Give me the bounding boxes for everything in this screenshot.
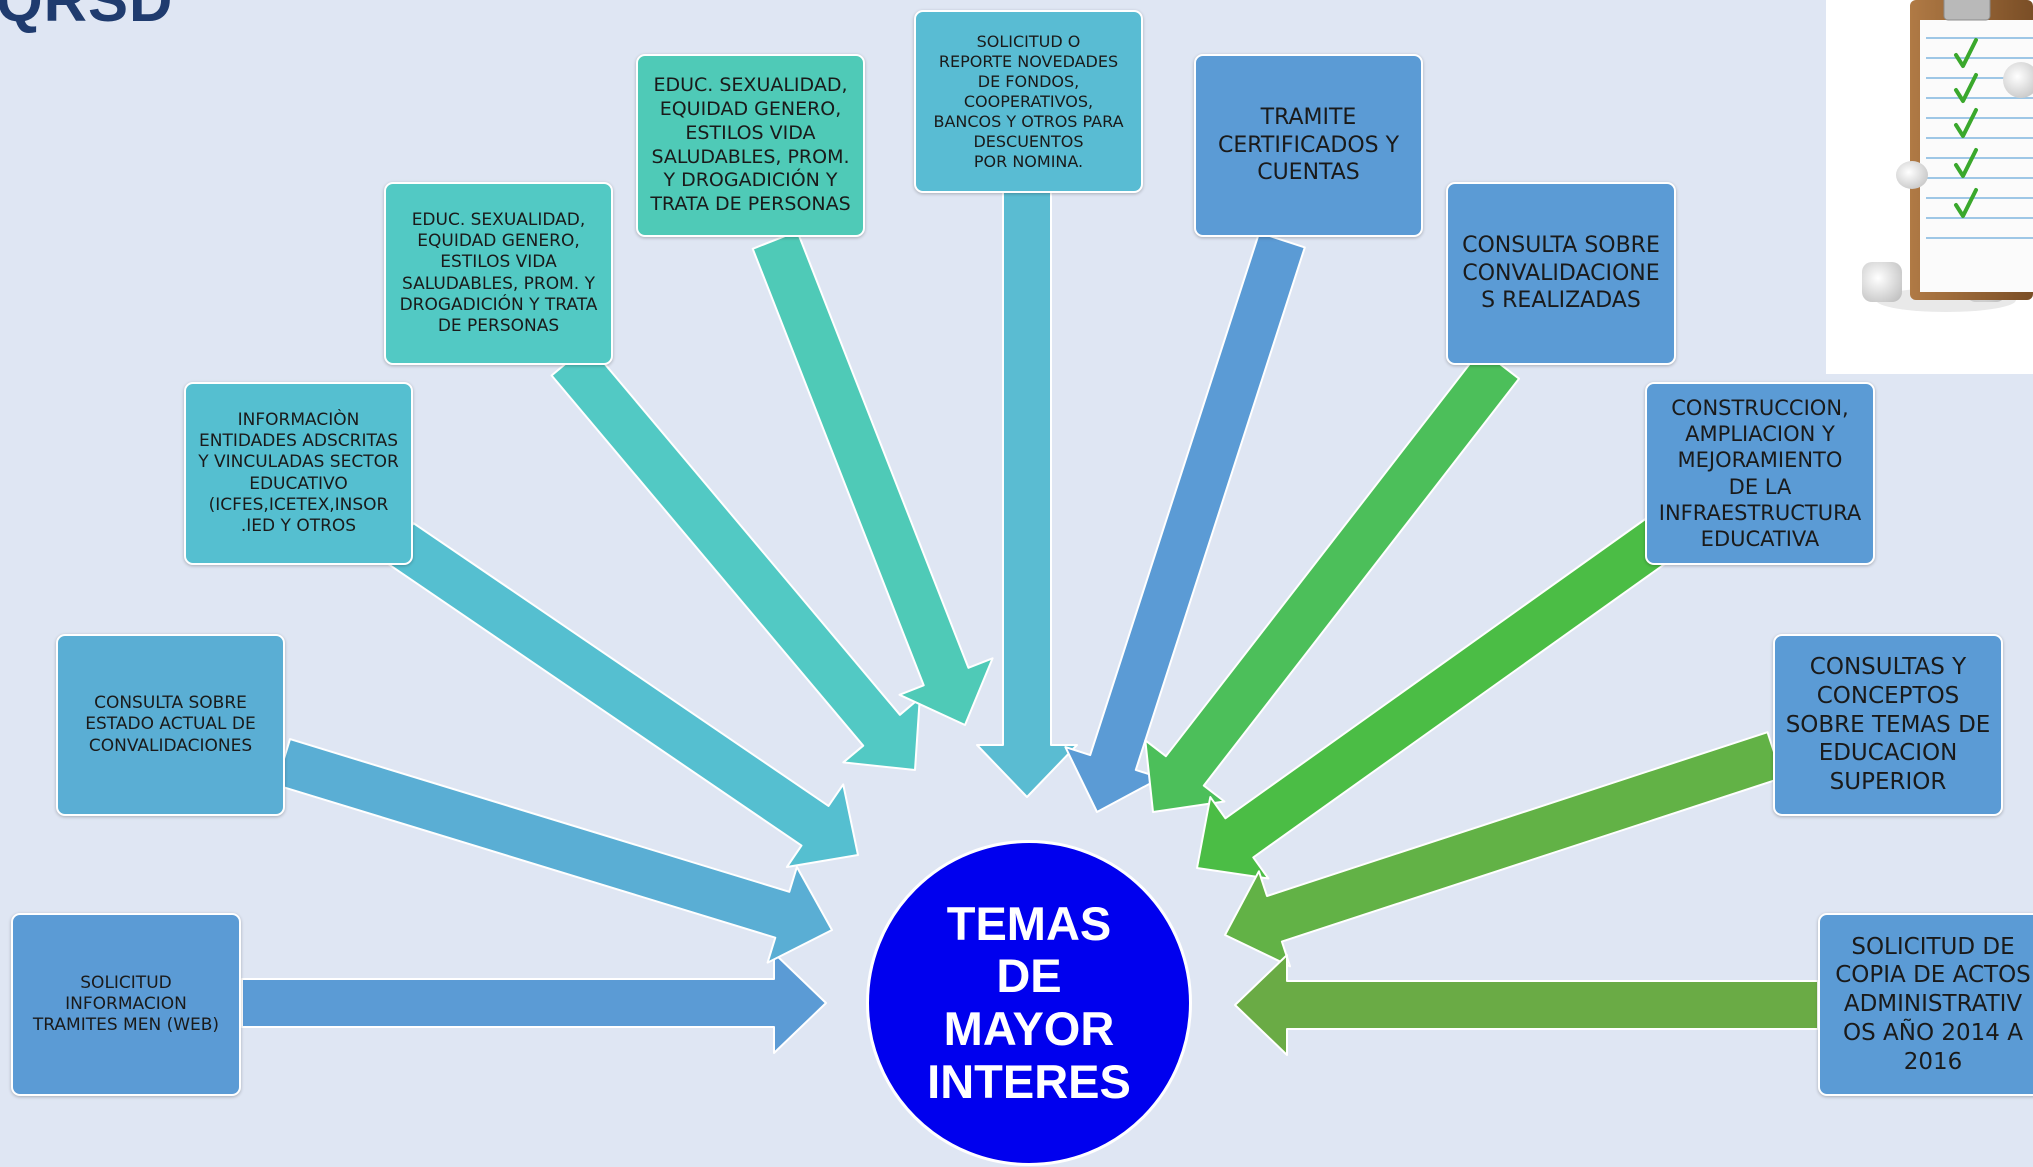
- arrow-educ-sexualidad-2: [751, 230, 994, 726]
- topic-label: CONSULTA SOBRE ESTADO ACTUAL DE CONVALID…: [85, 693, 256, 756]
- topic-box-infraestructura-educativa: CONSTRUCCION, AMPLIACION Y MEJORAMIENTO …: [1645, 382, 1875, 565]
- topic-box-solicitud-novedades-nomina: SOLICITUD O REPORTE NOVEDADES DE FONDOS,…: [914, 10, 1143, 193]
- topic-box-consulta-convalidaciones-realizadas: CONSULTA SOBRE CONVALIDACIONE S REALIZAD…: [1446, 182, 1676, 365]
- topic-box-solicitud-informacion-tramites: SOLICITUD INFORMACION TRAMITES MEN (WEB): [11, 913, 241, 1096]
- clipboard-illustration: [1826, 0, 2033, 374]
- topic-box-copia-actos-administrativos: SOLICITUD DE COPIA DE ACTOS ADMINISTRATI…: [1818, 913, 2033, 1096]
- header-title: QRSD: [0, 0, 174, 34]
- topic-label: CONSULTAS Y CONCEPTOS SOBRE TEMAS DE EDU…: [1785, 654, 1991, 796]
- topic-box-consulta-estado-convalidaciones: CONSULTA SOBRE ESTADO ACTUAL DE CONVALID…: [56, 634, 285, 816]
- topic-label: CONSULTA SOBRE CONVALIDACIONE S REALIZAD…: [1462, 233, 1660, 314]
- topic-label: SOLICITUD DE COPIA DE ACTOS ADMINISTRATI…: [1835, 933, 2031, 1075]
- center-label: TEMAS DE MAYOR INTERES: [927, 896, 1131, 1108]
- arrow-tramite-certificados: [1064, 231, 1306, 813]
- topic-label: SOLICITUD O REPORTE NOVEDADES DE FONDOS,…: [933, 31, 1124, 171]
- topic-label: EDUC. SEXUALIDAD, EQUIDAD GENERO, ESTILO…: [650, 74, 851, 215]
- arrow-copia-actos-administrativos: [1234, 954, 1819, 1056]
- center-circle: TEMAS DE MAYOR INTERES: [866, 840, 1192, 1166]
- topic-box-informacion-entidades: INFORMACIÒN ENTIDADES ADSCRITAS Y VINCUL…: [184, 382, 413, 565]
- topic-label: TRAMITE CERTIFICADOS Y CUENTAS: [1217, 105, 1400, 186]
- topic-box-educ-sexualidad-1: EDUC. SEXUALIDAD, EQUIDAD GENERO, ESTILO…: [384, 182, 613, 365]
- topic-label: INFORMACIÒN ENTIDADES ADSCRITAS Y VINCUL…: [198, 409, 399, 536]
- arrow-consulta-estado-convalidaciones: [275, 738, 833, 964]
- topic-box-educacion-superior: CONSULTAS Y CONCEPTOS SOBRE TEMAS DE EDU…: [1773, 634, 2003, 816]
- arrow-educ-sexualidad-1: [550, 343, 921, 771]
- topic-label: CONSTRUCCION, AMPLIACION Y MEJORAMIENTO …: [1658, 395, 1862, 551]
- arrow-solicitud-informacion-tramites: [241, 952, 827, 1054]
- topic-label: SOLICITUD INFORMACION TRAMITES MEN (WEB): [32, 972, 220, 1036]
- checkmark-icon: [1954, 38, 1978, 218]
- clipboard-icon: [1862, 0, 2033, 312]
- topic-box-educ-sexualidad-2: EDUC. SEXUALIDAD, EQUIDAD GENERO, ESTILO…: [636, 54, 865, 237]
- topic-label: EDUC. SEXUALIDAD, EQUIDAD GENERO, ESTILO…: [399, 209, 598, 336]
- arrow-consulta-convalidaciones-realizadas: [1144, 348, 1520, 813]
- arrow-informacion-entidades: [385, 522, 859, 868]
- arrow-solicitud-novedades-nomina: [976, 191, 1078, 798]
- arrow-infraestructura-educativa: [1196, 517, 1675, 880]
- topic-box-tramite-certificados: TRAMITE CERTIFICADOS Y CUENTAS: [1194, 54, 1423, 237]
- arrow-educacion-superior: [1224, 731, 1784, 968]
